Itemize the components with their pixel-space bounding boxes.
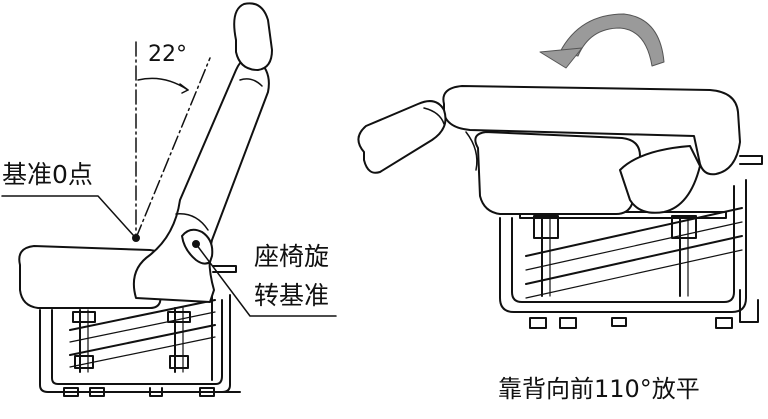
- right-headrest: [357, 100, 447, 174]
- left-headrest: [233, 2, 273, 71]
- rotation-reference-label-line1: 座椅旋: [254, 242, 330, 271]
- right-seat-cushion: [474, 131, 641, 215]
- recline-angle-label: 22°: [148, 42, 187, 67]
- fold-arrow-icon: [559, 13, 665, 67]
- reference-zero-label: 基准0点: [2, 160, 93, 189]
- reference-zero-leader: [1, 195, 135, 237]
- right-folded-backrest: [442, 85, 741, 176]
- recline-axis-line: [135, 57, 211, 239]
- left-seat: [1, 2, 337, 397]
- right-seat-frame: [499, 155, 763, 329]
- fold-caption: 靠背向前110°放平: [498, 375, 700, 403]
- right-seat: [357, 13, 763, 329]
- rotation-reference-leader: [195, 243, 337, 317]
- rotation-reference-label-line2: 转基准: [254, 281, 330, 310]
- left-seat-frame: [39, 287, 241, 397]
- left-seat-cushion: [18, 245, 168, 309]
- left-backrest: [132, 56, 270, 303]
